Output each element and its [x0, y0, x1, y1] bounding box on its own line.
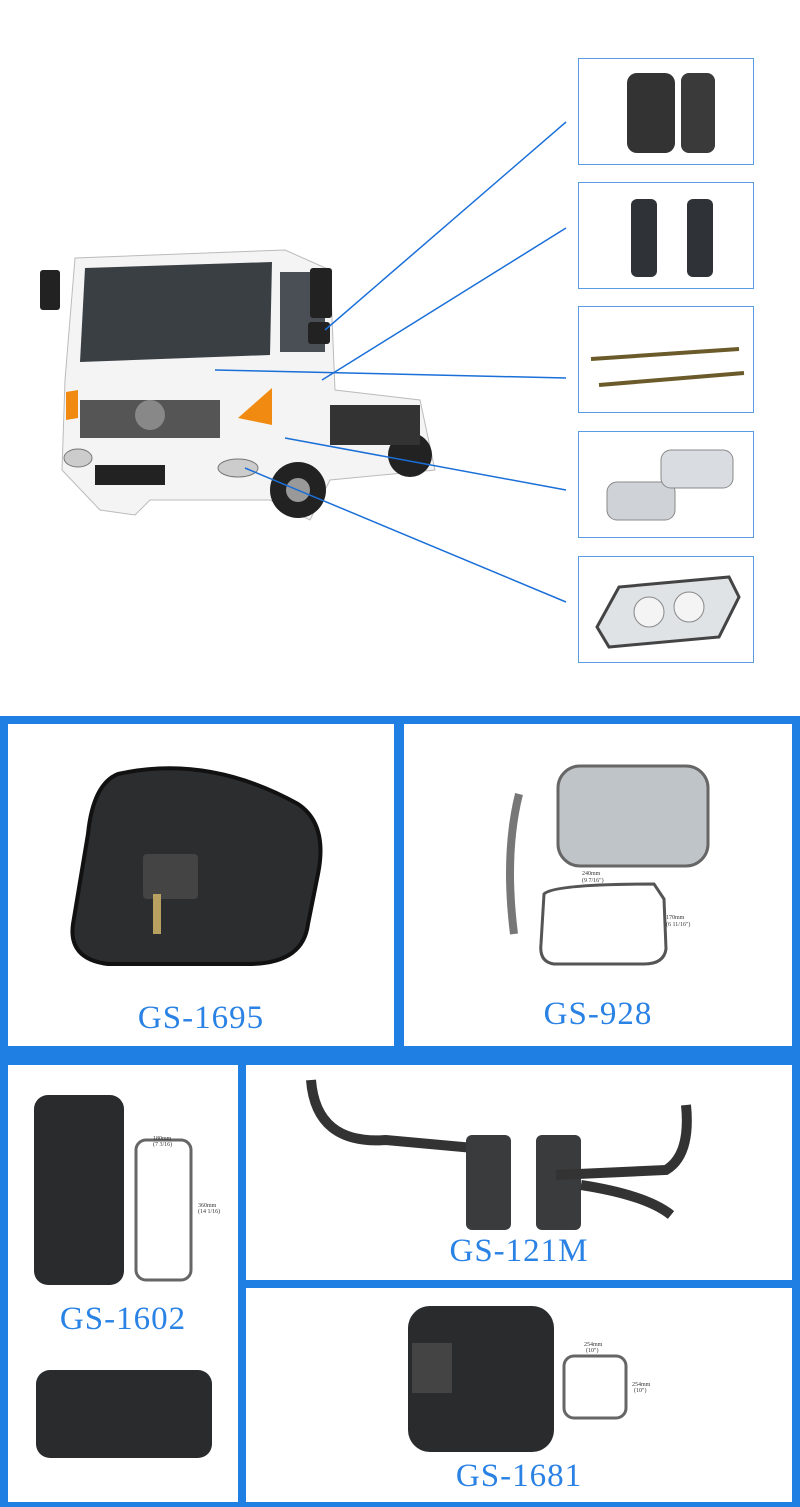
product-card-gs-121m[interactable]: GS-121M [246, 1065, 792, 1280]
product-card-gs-1681[interactable]: 254mm (10") 254mm (10") GS-1681 [246, 1288, 792, 1502]
product-card-gs-928[interactable]: 240mm (9 7/16") 170mm (6 11/16") GS-928 [404, 724, 792, 1046]
mirror-gs-928-image: 240mm (9 7/16") 170mm (6 11/16") [506, 764, 710, 966]
svg-text:240mm: 240mm [582, 871, 601, 877]
svg-text:170mm: 170mm [666, 915, 685, 921]
thumb-lamp-bezels [578, 431, 754, 538]
product-code: GS-1602 [59, 1301, 187, 1337]
product-code: GS-1681 [455, 1458, 583, 1494]
product-code: GS-928 [543, 996, 653, 1032]
truck-image [40, 249, 436, 521]
thumb-mirror-brackets [578, 182, 754, 289]
thumb-mirror-covers [578, 58, 754, 165]
mirror-gs-1602-image: 180mm (7 3/16) 360mm (14 1/16) [34, 1095, 220, 1458]
svg-text:(6 11/16"): (6 11/16") [666, 921, 690, 928]
product-code: GS-1695 [137, 1000, 265, 1036]
product-code: GS-121M [449, 1233, 589, 1269]
thumb-wiper-arms [578, 306, 754, 413]
svg-text:(10"): (10") [634, 1387, 646, 1394]
svg-text:(9 7/16"): (9 7/16") [582, 877, 604, 884]
mirror-gs-1695-image [70, 766, 323, 966]
mirror-arm-gs-121m-image [306, 1079, 692, 1230]
svg-text:360mm: 360mm [198, 1203, 217, 1209]
product-card-gs-1695[interactable]: GS-1695 [8, 724, 394, 1046]
svg-text:254mm: 254mm [632, 1382, 651, 1388]
svg-text:180mm: 180mm [153, 1136, 172, 1142]
mirror-gs-1681-image: 254mm (10") 254mm (10") [408, 1306, 651, 1452]
svg-text:(10"): (10") [586, 1347, 598, 1354]
product-card-gs-1602[interactable]: 180mm (7 3/16) 360mm (14 1/16) GS-1602 [8, 1065, 238, 1502]
callout-lines [214, 121, 567, 603]
svg-text:254mm: 254mm [584, 1342, 603, 1348]
svg-text:(7 3/16): (7 3/16) [153, 1141, 172, 1148]
svg-text:(14 1/16): (14 1/16) [198, 1208, 220, 1215]
thumb-headlamp [578, 556, 754, 663]
truck-diagram [40, 121, 567, 603]
